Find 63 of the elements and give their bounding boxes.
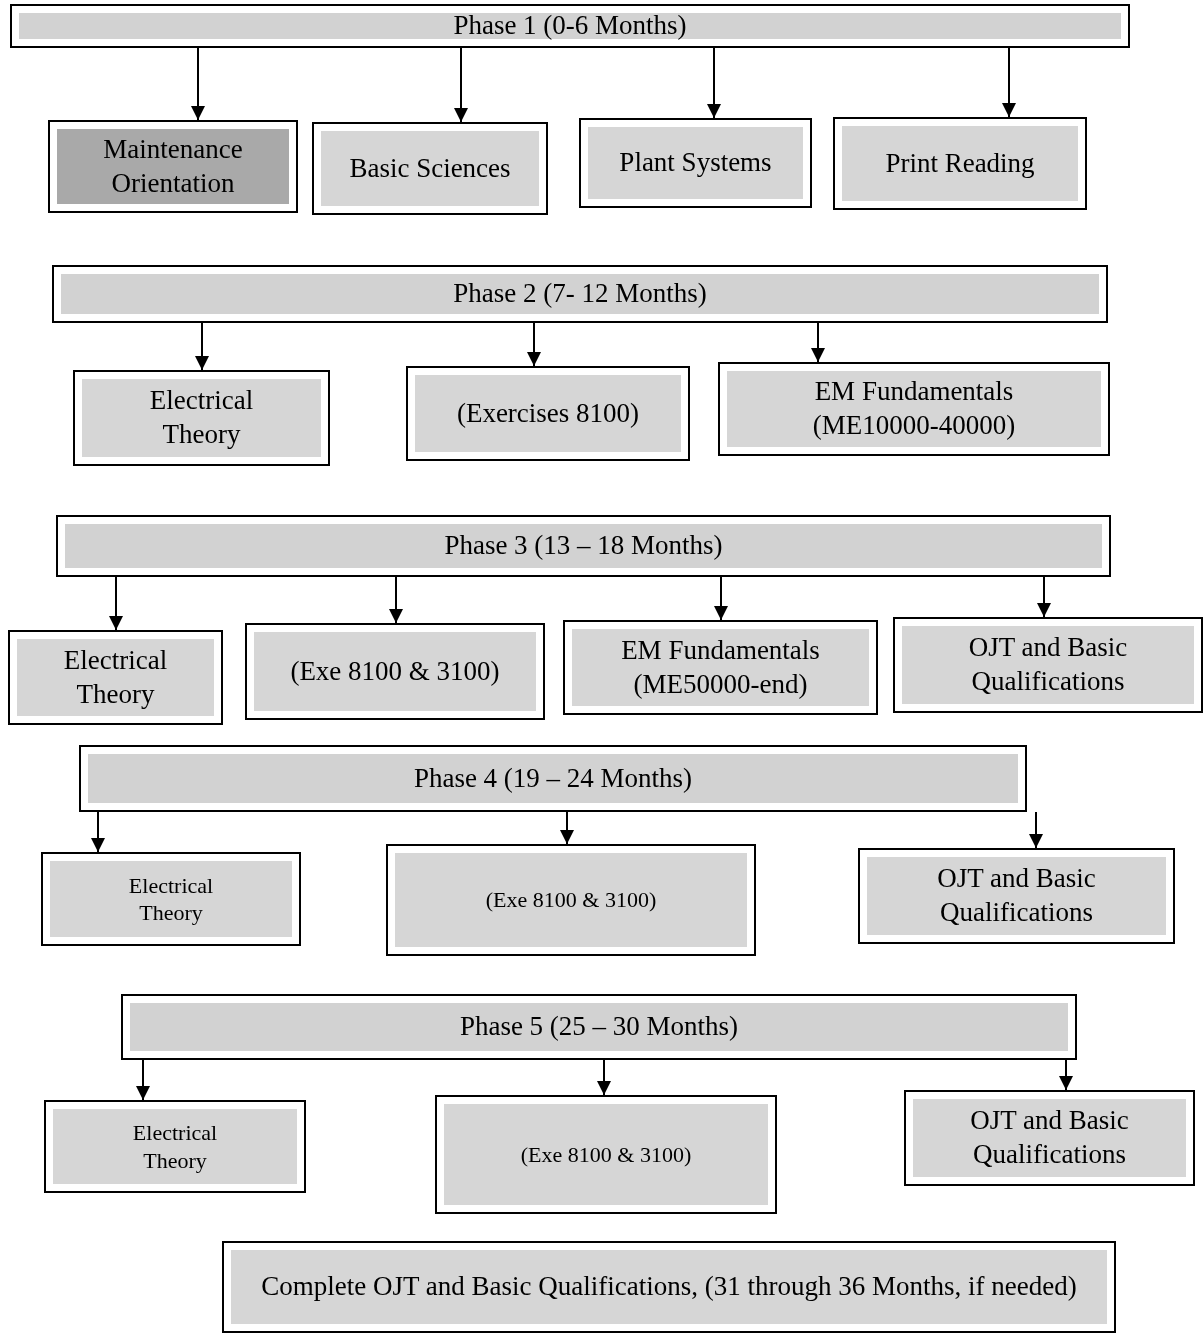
course-box [406, 366, 690, 461]
course-title: (Exercises 8100) [456, 396, 640, 430]
arrow [191, 47, 205, 121]
course-title: (Exe 8100 & 3100) [520, 1140, 692, 1169]
phase-box [121, 994, 1077, 1060]
course-box [245, 623, 545, 720]
arrow [1002, 47, 1016, 118]
arrow [1029, 811, 1043, 849]
course-box [904, 1090, 1195, 1186]
arrow [195, 322, 209, 371]
course-box [41, 852, 301, 946]
phase-title: Phase 1 (0-6 Months) [453, 9, 687, 43]
course-box [435, 1095, 777, 1214]
arrow [454, 47, 468, 123]
arrow [527, 322, 541, 367]
phase-title: Phase 3 (13 – 18 Months) [444, 529, 723, 563]
course-box [312, 122, 548, 215]
course-box [563, 620, 878, 715]
phase-box [10, 4, 1130, 48]
phase-box [56, 515, 1111, 577]
course-title: Plant Systems [619, 146, 772, 180]
arrow [560, 811, 574, 845]
course-title: EM Fundamentals (ME50000-end) [620, 633, 821, 701]
course-title: EM Fundamentals (ME10000-40000) [811, 375, 1017, 442]
arrow [714, 576, 728, 621]
course-box [858, 848, 1175, 944]
course-title: Electrical Theory [62, 643, 169, 711]
arrow [597, 1059, 611, 1096]
arrow [811, 322, 825, 363]
arrow [389, 576, 403, 624]
phase-title: Phase 2 (7- 12 Months) [453, 277, 707, 311]
course-title: OJT and Basic Qualifications [967, 631, 1129, 698]
arrow [707, 47, 721, 119]
course-title: OJT and Basic Qualifications [969, 1104, 1130, 1171]
course-box [44, 1100, 306, 1193]
course-box [718, 362, 1110, 456]
course-title: Electrical Theory [148, 384, 255, 451]
course-box [222, 1241, 1116, 1333]
course-box [73, 370, 330, 466]
course-title: OJT and Basic Qualifications [936, 862, 1097, 929]
course-title: (Exe 8100 & 3100) [290, 654, 500, 688]
arrow [136, 1059, 150, 1101]
course-title: Print Reading [885, 146, 1035, 180]
course-title: Complete OJT and Basic Qualifications, (31 through 36 Months, if needed) [261, 1270, 1077, 1304]
arrow [91, 811, 105, 853]
phase-title: Phase 5 (25 – 30 Months) [459, 1010, 739, 1044]
arrow [109, 576, 123, 631]
course-box [579, 118, 812, 208]
arrow [1059, 1059, 1073, 1091]
course-box [386, 844, 756, 956]
phase-title: Phase 4 (19 – 24 Months) [413, 761, 693, 795]
course-title: (Exe 8100 & 3100) [485, 886, 657, 914]
phase-box [79, 745, 1027, 812]
course-title: Electrical Theory [131, 1119, 219, 1174]
course-title: Basic Sciences [349, 151, 511, 185]
phase-box [52, 265, 1108, 323]
course-box [893, 617, 1203, 713]
course-title: Maintenance Orientation [102, 132, 244, 200]
course-title: Electrical Theory [127, 871, 215, 927]
course-box [833, 117, 1087, 210]
course-box [48, 120, 298, 213]
arrow [1037, 576, 1051, 618]
course-box [8, 630, 223, 725]
